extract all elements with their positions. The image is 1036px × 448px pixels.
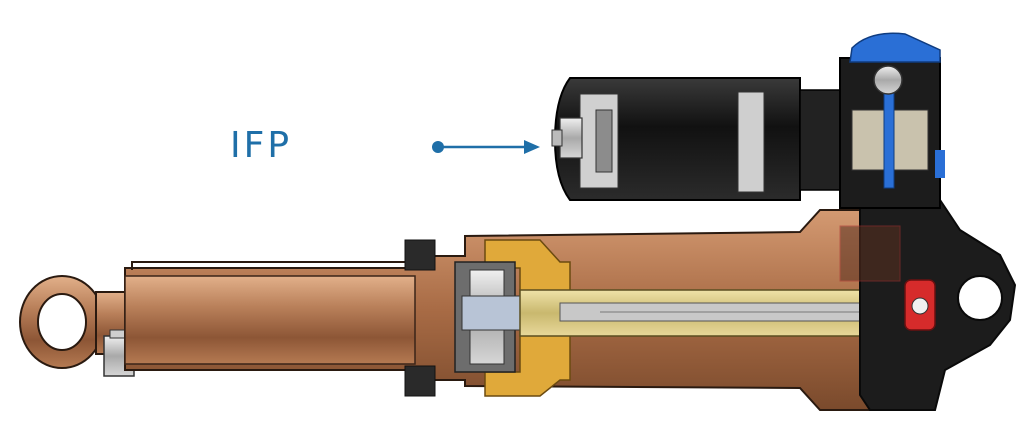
ifp-callout-arrow <box>432 140 540 154</box>
ifp-piston <box>551 117 583 159</box>
upper-eyelet-housing <box>839 199 1017 411</box>
ifp-label: IFP <box>230 125 293 166</box>
damper-shaft <box>519 289 881 337</box>
piggyback-reservoir <box>553 77 851 201</box>
reservoir-head <box>839 32 945 209</box>
